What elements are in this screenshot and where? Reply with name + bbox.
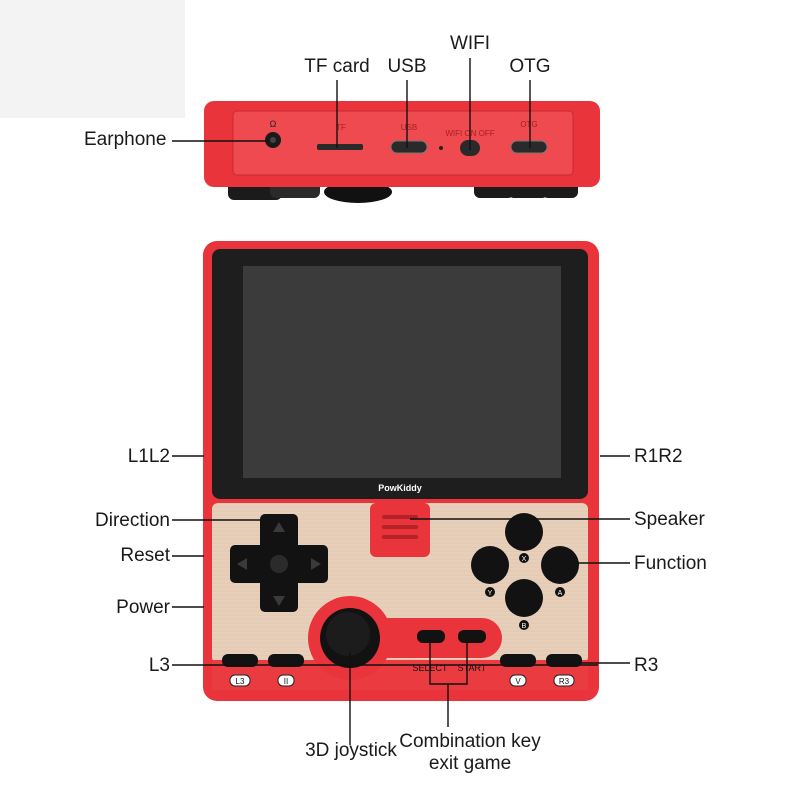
tf-slot [317,144,363,150]
label-power: Power [116,597,170,618]
label-wifi: WIFI [449,33,491,54]
svg-text:Ω: Ω [270,119,277,129]
port-tf-print: TF [336,123,346,132]
button-ii [268,654,304,667]
select-button [417,630,445,643]
button-v-print: V [515,677,521,686]
front-view: PowKiddy X Y [203,241,599,701]
label-3d-joystick: 3D joystick [305,740,397,761]
speaker-grille [370,503,430,557]
otg-port [510,140,548,154]
label-direction: Direction [95,510,170,531]
button-a [541,546,579,584]
label-speaker: Speaker [634,509,705,530]
start-print: START [458,663,487,673]
button-x [505,513,543,551]
background-shade [0,0,185,118]
label-r3: R3 [634,655,659,676]
face-buttons: X Y A B [471,513,579,630]
label-tf-card: TF card [304,56,370,77]
button-ii-print: II [284,677,288,686]
label-function: Function [634,553,707,574]
label-l3: L3 [148,655,170,676]
button-x-label: X [522,556,527,563]
button-r3-print: R3 [559,677,570,686]
screen [243,266,561,478]
brand-logo: PowKiddy [378,483,422,493]
label-r1r2: R1R2 [634,446,683,467]
label-l1l2: L1L2 [127,446,170,467]
button-y [471,546,509,584]
button-a-label: A [558,590,563,597]
label-otg: OTG [509,56,551,77]
button-b [505,579,543,617]
top-view: Ω TF USB WIFI ON OFF OTG [204,101,600,203]
button-y-label: Y [488,590,493,597]
button-l3 [222,654,258,667]
button-l3-print: L3 [236,677,245,686]
label-exit-game: exit game [428,753,512,774]
leader-lines [172,58,630,745]
label-reset: Reset [120,545,170,566]
d-pad [230,514,328,612]
label-usb: USB [387,56,427,77]
button-b-label: B [522,623,527,630]
usb-port [390,140,428,154]
port-usb-print: USB [401,123,417,132]
label-combination-key: Combination key [399,731,541,752]
label-earphone: Earphone [84,129,167,150]
button-v [500,654,536,667]
port-otg-print: OTG [520,120,537,129]
start-button [458,630,486,643]
button-r3 [546,654,582,667]
